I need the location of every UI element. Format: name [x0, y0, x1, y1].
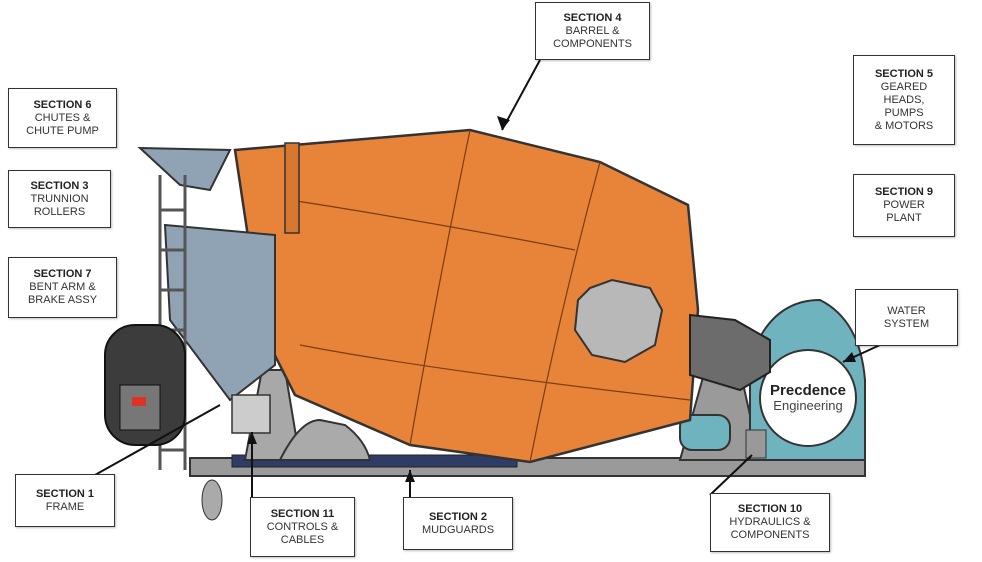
- hopper: [163, 223, 276, 402]
- label-title: SECTION 10: [737, 503, 803, 515]
- label-section9: SECTION 9 POWER PLANT: [853, 174, 955, 237]
- label-title: SECTION 4: [563, 11, 622, 24]
- label-section2: SECTION 2 MUDGUARDS: [403, 497, 513, 550]
- label-line: CONTROLS &: [266, 520, 339, 533]
- logo-circle: [759, 349, 857, 447]
- drum: [233, 128, 700, 464]
- label-title: SECTION 6: [33, 98, 92, 111]
- label-section11: SECTION 11 CONTROLS & CABLES: [250, 497, 355, 557]
- label-section6: SECTION 6 CHUTES & CHUTE PUMP: [8, 88, 117, 148]
- label-title: SECTION 11: [270, 507, 335, 520]
- drain-cone: [201, 479, 223, 521]
- label-line: CHUTES &: [34, 111, 91, 124]
- logo-line2: Engineering: [773, 398, 843, 413]
- label-title: SECTION 2: [428, 510, 488, 523]
- label-line: BRAKE ASSY: [27, 294, 98, 306]
- label-line: MUDGUARDS: [421, 523, 495, 536]
- controls-box: [231, 394, 271, 434]
- arrowheads: [247, 116, 856, 482]
- label-line: FRAME: [45, 500, 85, 513]
- label-line: PUMPS: [884, 106, 924, 119]
- label-line: BARREL &: [565, 24, 620, 37]
- mudguard-arch: [278, 418, 372, 461]
- label-title: SECTION 1: [35, 487, 95, 500]
- label-line: PLANT: [886, 212, 922, 224]
- label-line: CHUTE PUMP: [26, 124, 99, 137]
- control-panel: [119, 384, 161, 431]
- red-indicator: [132, 397, 146, 406]
- gearbox: [689, 313, 771, 392]
- label-line: BENT ARM &: [29, 281, 96, 293]
- label-section7: SECTION 7 BENT ARM & BRAKE ASSY: [8, 257, 117, 318]
- logo-line1: Precdence: [770, 382, 846, 399]
- label-water-system: WATER SYSTEM: [855, 289, 958, 346]
- label-line: HEADS,: [883, 93, 925, 106]
- label-section3: SECTION 3 TRUNNION ROLLERS: [8, 170, 111, 228]
- label-line: TRUNNION: [30, 192, 89, 205]
- label-line: COMPONENTS: [730, 529, 810, 541]
- label-title: SECTION 9: [874, 186, 934, 198]
- label-line: & MOTORS: [874, 119, 934, 132]
- label-section1: SECTION 1 FRAME: [15, 474, 115, 527]
- chute: [137, 146, 232, 192]
- inspection-hatch: [573, 278, 664, 364]
- label-line: ROLLERS: [33, 205, 86, 218]
- label-title: SECTION 3: [30, 179, 89, 192]
- hydraulic-reservoir: [745, 429, 767, 459]
- label-line: HYDRAULICS &: [729, 516, 811, 528]
- hydraulic-tank: [679, 414, 731, 451]
- drum-ring: [284, 142, 300, 234]
- company-logo: Precdence Engineering: [762, 383, 854, 413]
- label-line: GEARED: [880, 80, 928, 93]
- label-section10: SECTION 10 HYDRAULICS & COMPONENTS: [710, 493, 830, 552]
- label-line: CABLES: [280, 533, 325, 546]
- drum-seam: [289, 129, 691, 463]
- label-section4: SECTION 4 BARREL & COMPONENTS: [535, 2, 650, 60]
- label-section5: SECTION 5 GEARED HEADS, PUMPS & MOTORS: [853, 55, 955, 145]
- label-line: WATER: [887, 304, 926, 317]
- label-title: SECTION 7: [33, 268, 92, 280]
- label-title: SECTION 5: [874, 67, 934, 80]
- label-line: POWER: [883, 199, 925, 211]
- label-line: COMPONENTS: [553, 37, 632, 50]
- label-line: SYSTEM: [883, 317, 930, 330]
